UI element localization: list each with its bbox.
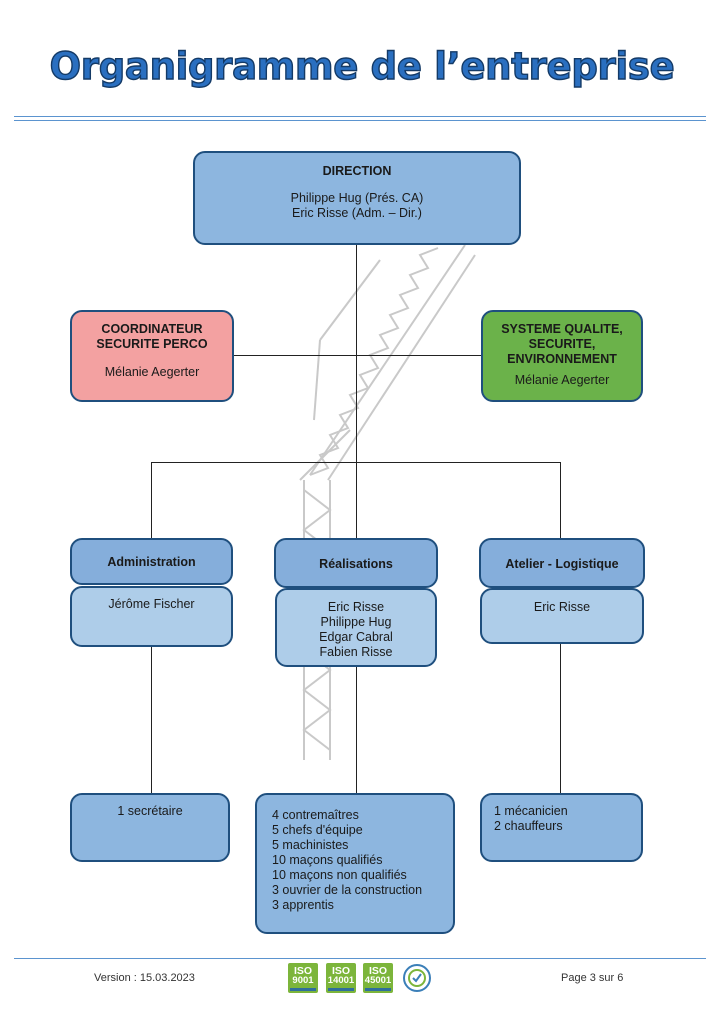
atelier-staff-connector: [560, 643, 561, 794]
direction-member: Philippe Hug (Prés. CA): [290, 191, 424, 205]
department-header-administration: Administration: [70, 538, 233, 585]
iso-45001-badge: ISO 45001: [363, 963, 393, 993]
staff-item: 2 chauffeurs: [494, 819, 563, 833]
department-header-atelier: Atelier - Logistique: [479, 538, 645, 588]
page-title: Organigramme de l’entreprise: [49, 44, 675, 88]
staff-item: 5 chefs d'équipe: [272, 823, 363, 837]
person-name: Fabien Risse: [319, 645, 393, 659]
departments-horizontal-connector: [151, 462, 561, 463]
coordinateur-heading: COORDINATEUR: [101, 322, 203, 336]
department-header-realisations: Réalisations: [274, 538, 438, 588]
staff-item: 4 contremaîtres: [272, 808, 359, 822]
person-name: Philippe Hug: [320, 615, 392, 629]
admin-connector: [151, 462, 152, 538]
iso-number: 9001: [292, 975, 314, 986]
top-rule-2: [14, 120, 706, 121]
staff-item: 10 maçons qualifiés: [272, 853, 383, 867]
iso-number: 14001: [327, 975, 355, 986]
qualite-person: Mélanie Aegerter: [514, 373, 610, 387]
staff-item: 3 ouvrier de la construction: [272, 883, 423, 897]
direction-heading: DIRECTION: [322, 164, 392, 178]
footer-rule: [14, 958, 706, 959]
iso-number: 45001: [364, 975, 392, 986]
staff-item: 1 secrétaire: [117, 804, 183, 818]
department-name: Administration: [107, 555, 196, 569]
iso-9001-badge: ISO 9001: [288, 963, 318, 993]
person-name: Eric Risse: [327, 600, 385, 614]
coordinateur-box: COORDINATEUR SECURITE PERCO Mélanie Aege…: [70, 310, 234, 402]
coordinateur-heading: SECURITE PERCO: [96, 337, 208, 351]
certification-seal-icon: [403, 964, 431, 992]
admin-staff-connector: [151, 646, 152, 794]
staff-box-realisations: 4 contremaîtres 5 chefs d'équipe 5 machi…: [255, 793, 455, 934]
iso-label: ISO: [368, 965, 388, 977]
direction-box: DIRECTION Philippe Hug (Prés. CA) Eric R…: [193, 151, 521, 245]
qualite-heading: SYSTEME QUALITE,: [501, 322, 623, 336]
department-people-administration: Jérôme Fischer: [70, 586, 233, 647]
staff-item: 5 machinistes: [272, 838, 349, 852]
department-name: Atelier - Logistique: [505, 557, 619, 571]
staff-item: 10 maçons non qualifiés: [272, 868, 407, 882]
staff-box-atelier: 1 mécanicien 2 chauffeurs: [480, 793, 643, 862]
staff-horizontal-connector: [233, 355, 483, 356]
qualite-heading: SECURITE,: [528, 337, 596, 351]
staff-item: 1 mécanicien: [494, 804, 568, 818]
person-name: Eric Risse: [533, 600, 591, 614]
department-name: Réalisations: [319, 557, 393, 571]
department-people-realisations: Eric Risse Philippe Hug Edgar Cabral Fab…: [275, 588, 437, 667]
atelier-connector: [560, 462, 561, 538]
department-people-atelier: Eric Risse: [480, 588, 644, 644]
crane-watermark: [299, 244, 476, 760]
iso-label: ISO: [331, 965, 351, 977]
direction-member: Eric Risse (Adm. – Dir.): [292, 206, 422, 220]
iso-14001-badge: ISO 14001: [326, 963, 356, 993]
version-text: Version : 15.03.2023: [94, 972, 195, 984]
coordinateur-person: Mélanie Aegerter: [104, 365, 200, 379]
person-name: Jérôme Fischer: [108, 597, 195, 611]
main-vertical-connector: [356, 244, 357, 794]
iso-label: ISO: [293, 965, 313, 977]
qualite-heading: ENVIRONNEMENT: [507, 352, 617, 366]
qualite-box: SYSTEME QUALITE, SECURITE, ENVIRONNEMENT…: [481, 310, 643, 402]
person-name: Edgar Cabral: [319, 630, 393, 644]
page-number: Page 3 sur 6: [561, 972, 624, 984]
top-rule: [14, 116, 706, 117]
staff-item: 3 apprentis: [272, 898, 334, 912]
staff-box-administration: 1 secrétaire: [70, 793, 230, 862]
